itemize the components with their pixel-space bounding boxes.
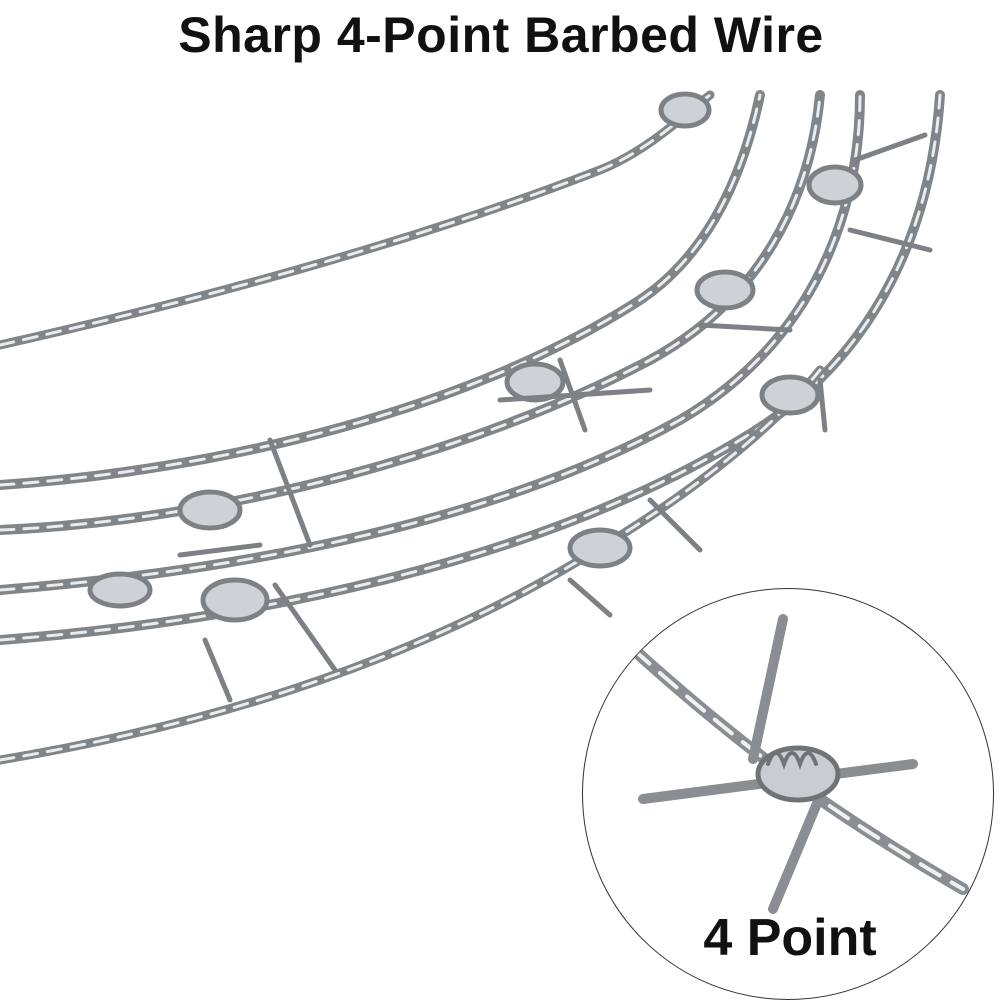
barb [759,374,828,433]
barb [87,571,153,609]
barb [567,497,703,618]
barb [658,91,712,129]
inset-label: 4 Point [703,909,877,967]
barb [806,132,933,253]
wire-strand [0,90,765,490]
barb-closeup-photo [627,614,969,914]
barb [177,437,313,558]
page-title: Sharp 4-Point Barbed Wire [178,7,824,63]
wire-strand [0,90,715,350]
barb [200,577,338,703]
barb-closeup-inset [582,588,994,1000]
barb [497,357,653,433]
barb [694,269,793,333]
